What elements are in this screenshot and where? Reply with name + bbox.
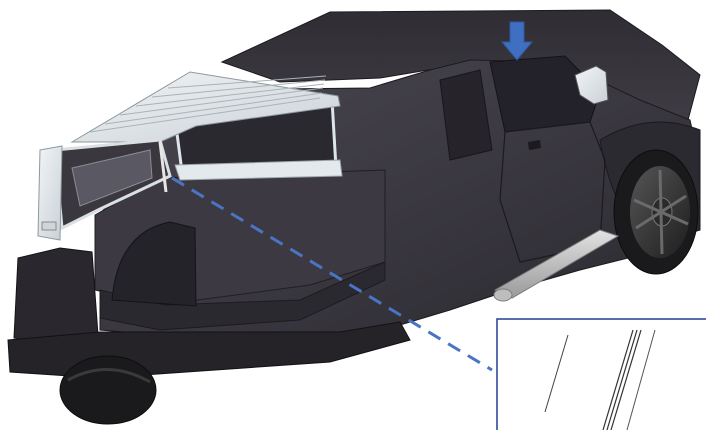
door-handle (528, 140, 541, 150)
door-window (489, 55, 601, 133)
canopy-rear-panel (37, 145, 63, 241)
tailgate (13, 247, 99, 346)
bed-floor (99, 261, 386, 331)
front-wheel (613, 149, 699, 275)
canopy-lid-slats (89, 75, 327, 133)
indicator-arrow (500, 21, 534, 61)
door-mechanism (71, 149, 153, 207)
gas-strut (158, 141, 168, 193)
bed-wheel-well (111, 221, 197, 307)
side-mirror (574, 65, 609, 105)
canopy-side-rail (174, 159, 343, 181)
callout-line (171, 176, 493, 372)
callout-detail-inset (496, 318, 706, 430)
rear-badge (41, 221, 57, 231)
rear-wheel (59, 355, 157, 425)
rear-cab-window (439, 69, 493, 161)
